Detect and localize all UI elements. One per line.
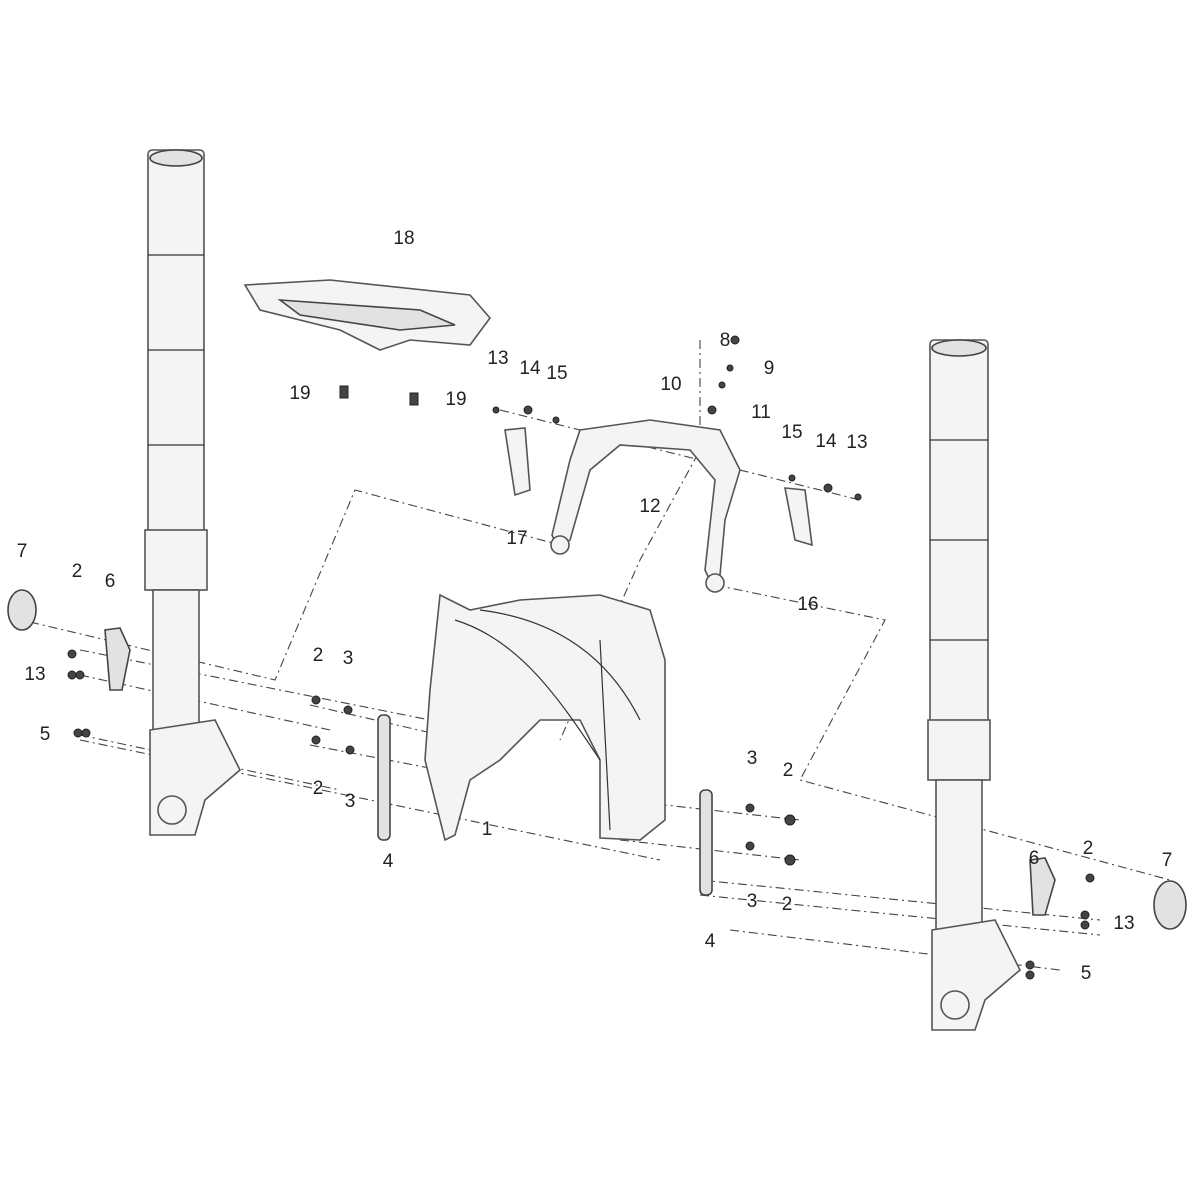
label-6: 6	[105, 571, 116, 592]
part-12-fender-bracket	[504, 419, 813, 593]
label-12: 12	[639, 496, 660, 517]
label-2: 2	[313, 645, 324, 666]
label-3: 3	[747, 891, 758, 912]
part-1-front-fender	[424, 593, 666, 842]
label-5: 5	[1081, 963, 1092, 984]
label-16: 16	[797, 594, 818, 615]
part-7-cap-right	[1153, 880, 1187, 930]
label-2: 2	[782, 894, 793, 915]
label-3: 3	[345, 791, 356, 812]
part-4-clamp-left	[377, 714, 391, 841]
label-13: 13	[24, 664, 45, 685]
label-3: 3	[747, 748, 758, 769]
label-6: 6	[1029, 848, 1040, 869]
label-2: 2	[72, 561, 83, 582]
left-fork-tube	[144, 149, 241, 836]
right-fork-tube	[927, 339, 1021, 1031]
part-6-left	[104, 627, 131, 691]
label-14: 14	[815, 431, 837, 452]
label-15: 15	[546, 363, 567, 384]
label-2: 2	[1083, 838, 1094, 859]
label-15: 15	[781, 422, 802, 443]
label-2: 2	[783, 760, 794, 781]
label-19: 19	[289, 383, 310, 404]
part-6-right	[1029, 857, 1056, 916]
fasteners	[67, 335, 1095, 980]
label-3: 3	[343, 648, 354, 669]
label-13: 13	[487, 348, 508, 369]
label-9: 9	[764, 358, 775, 379]
label-4: 4	[705, 931, 716, 952]
label-13: 13	[1113, 913, 1134, 934]
label-10: 10	[660, 374, 681, 395]
label-4: 4	[383, 851, 394, 872]
label-19: 19	[445, 389, 466, 410]
label-18: 18	[393, 228, 414, 249]
part-7-cap-left	[7, 589, 37, 631]
part-18-bracket	[243, 279, 492, 406]
label-17: 17	[506, 528, 527, 549]
part-4-clamp-right	[699, 789, 713, 896]
label-7: 7	[1162, 850, 1173, 871]
label-1: 1	[482, 819, 493, 840]
label-2: 2	[313, 778, 324, 799]
label-13: 13	[846, 432, 867, 453]
label-5: 5	[40, 724, 51, 745]
label-11: 11	[751, 402, 771, 423]
part-labels: 18 19 19 13 14 15 8 9 10 11 15 14 13 12 …	[17, 228, 1173, 984]
label-8: 8	[720, 330, 731, 351]
label-14: 14	[519, 358, 541, 379]
label-7: 7	[17, 541, 28, 562]
assembly-lines	[29, 340, 1171, 971]
